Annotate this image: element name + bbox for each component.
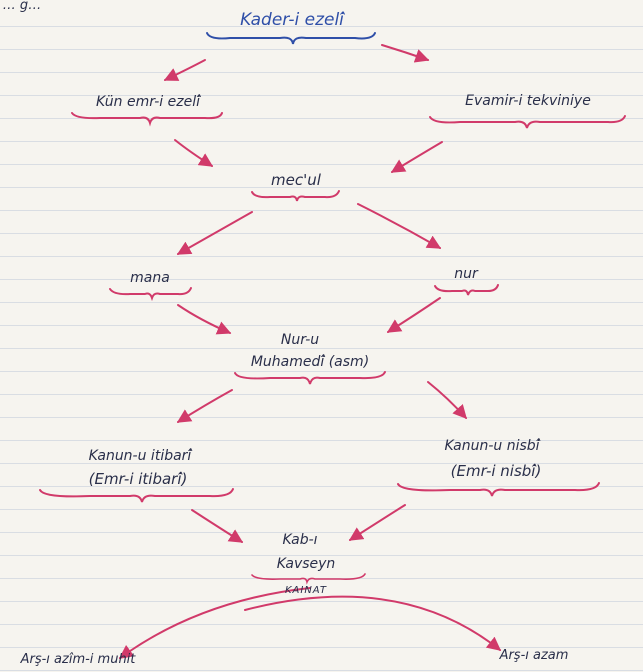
node-muhamedi: Muhamedi̇̂ (asm) xyxy=(250,354,370,370)
arrow-itibari-to-kab xyxy=(191,509,244,543)
node-ars-i-azim-i-muhit: Arş-ı azîm-i muhit xyxy=(20,652,136,667)
underline-kavseyn xyxy=(251,573,366,585)
node-kanun-u-nisbi: Kanun-u nisbi̇̂ xyxy=(444,438,540,454)
underline-nisbi xyxy=(397,482,600,497)
header-fragment: … g… xyxy=(2,0,42,13)
node-kab-i: Kab-ı xyxy=(282,532,318,548)
node-kun-emr-i-ezeli: Kün emr-i ezeli̇̂ xyxy=(96,94,200,110)
underline-kader xyxy=(206,32,376,45)
arrow-kader-to-kun xyxy=(163,59,206,81)
node-emr-i-nisbi: (Emr-i nisbi̇̂) xyxy=(450,462,542,480)
node-kavseyn: Kavseyn xyxy=(276,556,336,572)
arrow-mana-to-nuru xyxy=(177,304,232,335)
node-nur-u: Nur-u xyxy=(280,332,320,348)
underline-kun xyxy=(71,112,223,127)
arrow-kader-to-evamir xyxy=(381,44,430,63)
underline-itibari xyxy=(39,488,234,503)
node-mana: mana xyxy=(130,270,170,286)
underline-evamir xyxy=(429,115,626,129)
arrow-mecul-to-nur xyxy=(357,203,442,249)
underline-mana xyxy=(109,287,192,302)
node-nur: nur xyxy=(454,266,478,282)
node-ars-i-azam: Arş-ı azam xyxy=(499,648,569,663)
underline-mecul xyxy=(251,190,340,202)
arrow-nuru-to-itibari xyxy=(176,389,233,423)
arrow-kun-to-mecul xyxy=(174,139,214,167)
arc-kainat-left xyxy=(118,587,311,659)
arrow-nuru-to-nisbi xyxy=(427,381,467,420)
node-emr-i-itibari: (Emr-i itibari̇̂) xyxy=(88,470,188,488)
arrow-mecul-to-mana xyxy=(176,211,253,255)
underline-nur xyxy=(434,284,499,296)
arc-kainat-right xyxy=(244,595,502,651)
node-kainat: KAINAT xyxy=(284,585,328,596)
arrow-evamir-to-mecul xyxy=(390,141,443,173)
arrow-nur-to-nuru xyxy=(386,297,441,333)
node-kanun-u-itibari: Kanun-u itibari̇̂ xyxy=(88,448,192,464)
underline-muhamedi xyxy=(234,371,386,385)
node-mecul: mec'ul xyxy=(271,171,321,189)
node-kader-i-ezeli: Kader-i ezeli̇̂ xyxy=(240,10,344,30)
node-evamir-i-tekviniye: Evamir-i tekviniye xyxy=(465,93,591,109)
arrow-nisbi-to-kab xyxy=(348,504,406,541)
